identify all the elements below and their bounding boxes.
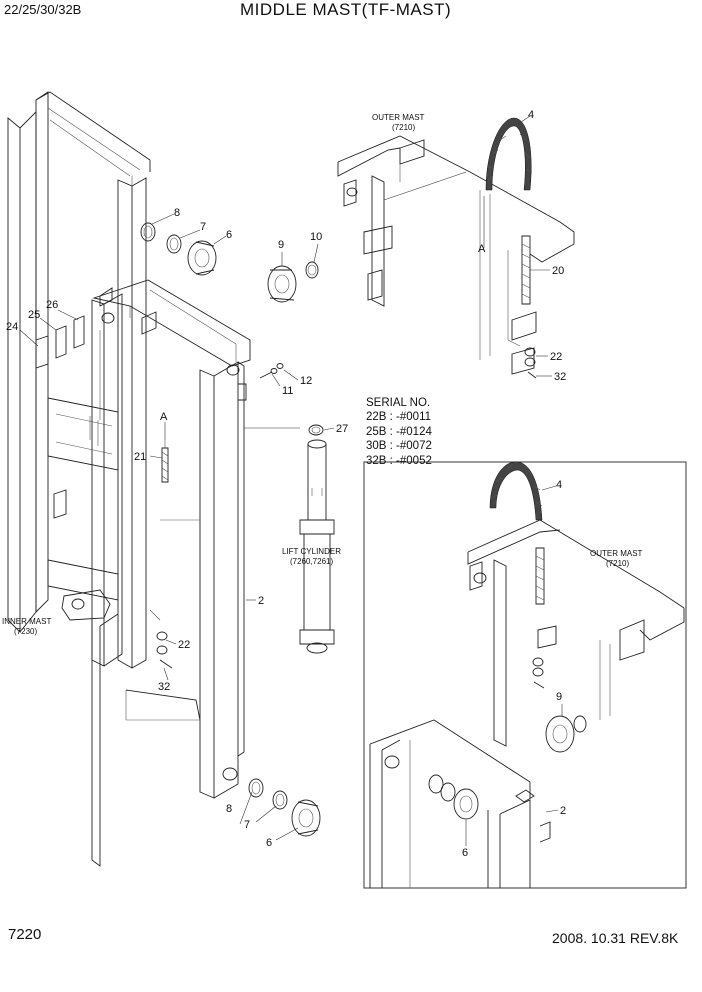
inset-bearing-9 <box>545 715 587 753</box>
inset-anchor-bolt <box>532 547 545 689</box>
outer-mast-inset-label: OUTER MAST <box>590 549 643 558</box>
inset-outer-mast-drawing <box>467 519 685 747</box>
callout-32-top: 32 <box>554 371 566 383</box>
lift-cylinder-label: LIFT CYLINDER <box>282 547 341 556</box>
callout-9-inset: 9 <box>556 691 562 703</box>
outer-mast-top-code: (7210) <box>392 123 415 132</box>
callout-9-top: 9 <box>278 239 284 251</box>
serial-line: 25B : -#0124 <box>366 425 432 438</box>
callout-20: 20 <box>552 265 564 277</box>
callout-24: 24 <box>6 321 18 333</box>
reference-a-left: A <box>160 411 168 423</box>
callout-32-left: 32 <box>158 681 170 693</box>
callout-21: 21 <box>134 451 146 463</box>
inner-mast-label: INNER MAST <box>2 617 51 626</box>
callout-12: 12 <box>300 375 312 387</box>
serial-line: 22B : -#0011 <box>366 411 432 424</box>
bolt-11-12 <box>259 363 284 379</box>
callout-4-top: 4 <box>528 109 534 121</box>
middle-mast-drawing <box>91 279 300 799</box>
callout-2-inset: 2 <box>560 805 566 817</box>
callout-2-left: 2 <box>258 595 264 607</box>
callout-8-bottom: 8 <box>226 803 232 815</box>
callout-6-top: 6 <box>226 229 232 241</box>
page-title: MIDDLE MAST(TF-MAST) <box>240 0 452 19</box>
callout-22-left: 22 <box>178 639 190 651</box>
bearing-9-top <box>267 261 319 303</box>
inner-mast-code: (7230) <box>14 627 37 636</box>
serial-number-note: SERIAL NO. 22B : -#0011 25B : -#0124 30B… <box>366 396 432 468</box>
callout-4-inset: 4 <box>556 479 562 491</box>
serial-heading: SERIAL NO. <box>366 397 431 409</box>
inset-middle-mast-drawing <box>369 719 551 888</box>
callout-6-inset: 6 <box>462 847 468 859</box>
anchor-bolt-20 <box>521 235 537 379</box>
plates-24-25-26 <box>35 315 85 369</box>
page-number: 7220 <box>8 926 42 943</box>
lift-chain-top <box>485 117 533 191</box>
serial-line: 32B : -#0052 <box>366 454 432 467</box>
callout-8-top: 8 <box>174 207 180 219</box>
callout-10: 10 <box>310 231 322 243</box>
inset-chain <box>489 461 543 521</box>
model-number: 22/25/30/32B <box>4 2 82 17</box>
lift-cylinder-drawing <box>299 424 335 654</box>
chain-anchor-21 <box>156 440 173 669</box>
roller-set-bottom <box>248 778 321 837</box>
outer-mast-top-drawing <box>337 135 575 375</box>
callout-27: 27 <box>336 423 348 435</box>
outer-mast-top-label: OUTER MAST <box>372 113 425 122</box>
lift-cylinder-code: (7260,7261) <box>290 557 333 566</box>
callout-11: 11 <box>282 385 293 397</box>
serial-line: 30B : -#0072 <box>366 440 432 453</box>
outer-mast-inset-code: (7210) <box>606 559 629 568</box>
callout-22-top: 22 <box>550 351 562 363</box>
reference-a-top: A <box>478 243 486 255</box>
callout-7-bottom: 7 <box>244 819 250 831</box>
revision-date: 2008. 10.31 REV.8K <box>552 930 679 946</box>
callout-26: 26 <box>46 299 58 311</box>
callout-25: 25 <box>28 309 40 321</box>
callout-7-top: 7 <box>200 221 206 233</box>
callout-6-bottom: 6 <box>266 837 272 849</box>
leader-lines <box>19 115 563 846</box>
roller-set-top <box>140 222 217 276</box>
inset-frame <box>363 461 687 889</box>
